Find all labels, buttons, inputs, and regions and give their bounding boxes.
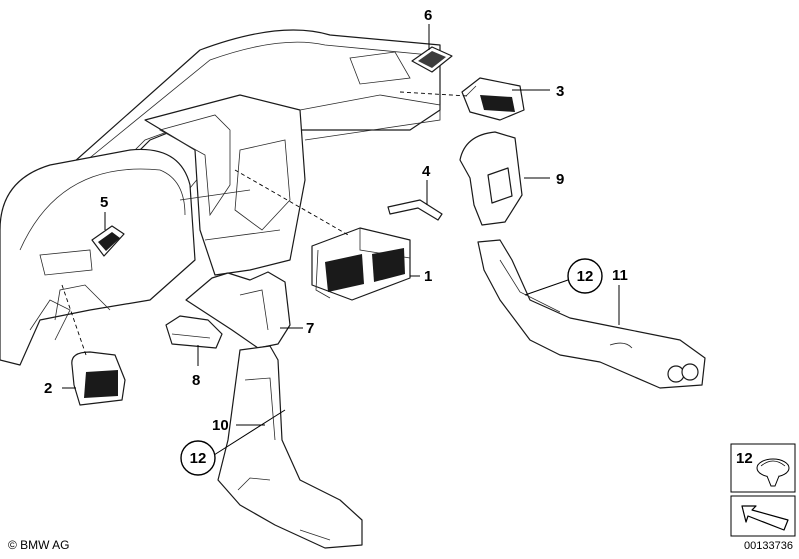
part-4-bracket <box>387 199 443 221</box>
direction-arrow-icon <box>741 505 789 531</box>
callout-3: 3 <box>556 83 564 100</box>
callout-11: 11 <box>612 267 628 284</box>
part-1-center-air-vent <box>311 227 411 301</box>
leader-lines <box>61 24 620 456</box>
dashboard-outline <box>0 29 441 366</box>
callout-2: 2 <box>44 380 52 397</box>
callout-12b: 12 <box>190 450 207 467</box>
part-11-horizontal-air-duct <box>477 239 706 389</box>
part-3-right-air-vent <box>461 77 525 121</box>
callout-9: 9 <box>556 171 564 188</box>
part-5-left-air-vent <box>91 225 125 257</box>
callout-circle-12b <box>180 440 216 476</box>
legend-number: 12 <box>736 450 753 467</box>
callout-10: 10 <box>212 417 229 434</box>
callout-circle-12a <box>567 258 603 294</box>
callout-12a: 12 <box>577 268 594 285</box>
part-9-air-duct <box>459 131 523 226</box>
callout-4: 4 <box>422 163 431 180</box>
diagram-id: 00133736 <box>744 540 793 552</box>
callout-labels: 6 3 9 4 1 5 2 7 8 10 11 12 12 <box>44 7 628 476</box>
clip-icon <box>756 458 790 487</box>
part-6-grille-cover <box>411 46 453 73</box>
part-8-duct-piece <box>165 315 223 349</box>
legend-box: 12 <box>730 443 796 537</box>
part-2-outer-left-air-vent <box>71 351 126 406</box>
callout-8: 8 <box>192 372 200 389</box>
copyright-text: © BMW AG <box>8 538 70 552</box>
callout-7: 7 <box>306 320 314 337</box>
part-7-air-duct <box>185 271 291 349</box>
part-10-vertical-air-duct <box>217 345 363 549</box>
callout-6: 6 <box>424 7 432 24</box>
callout-1: 1 <box>424 268 432 285</box>
callout-5: 5 <box>100 194 108 211</box>
